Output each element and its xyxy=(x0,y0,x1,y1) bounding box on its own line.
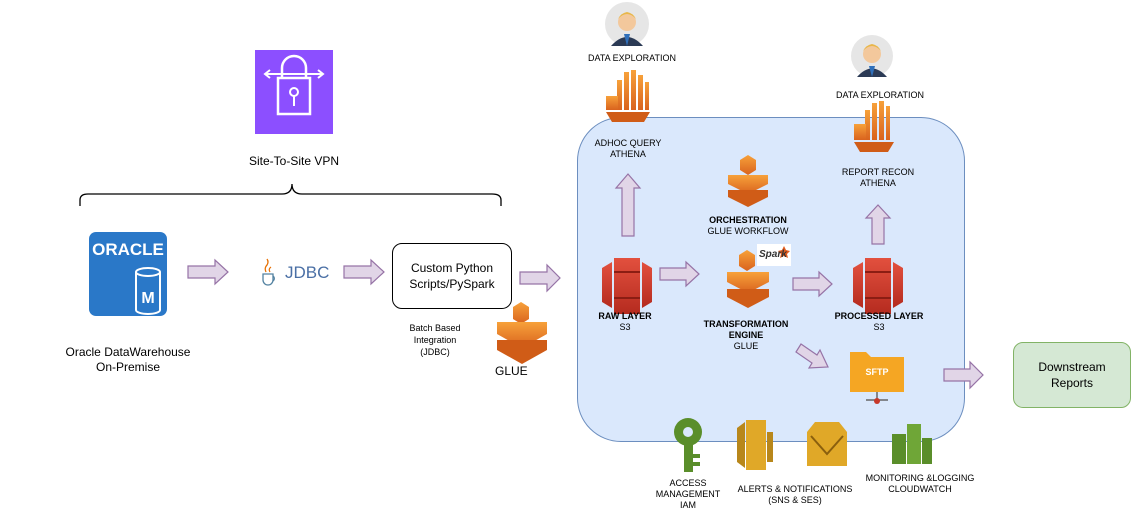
svg-text:M: M xyxy=(141,290,154,307)
jdbc-label: JDBC xyxy=(285,263,330,282)
s3-processed-icon xyxy=(853,258,903,314)
iam-key-icon xyxy=(674,418,702,472)
flow-arrows xyxy=(187,173,984,390)
oracle-database-icon: M xyxy=(89,232,167,316)
glue-icon xyxy=(497,302,547,364)
ses-icon xyxy=(807,422,847,466)
sftp-label: SFTP xyxy=(865,367,889,377)
athena-recon-icon xyxy=(854,101,894,152)
vpn-label: Site-To-Site VPN xyxy=(248,154,340,168)
user-avatar-right-icon xyxy=(851,35,893,77)
arrow-raw-to-adhoc xyxy=(614,173,642,237)
arrow-raw-to-transform xyxy=(659,260,700,288)
vpn-brace xyxy=(79,183,502,206)
alerts-notifications-label: ALERTS & NOTIFICATIONS(SNS & SES) xyxy=(737,484,853,505)
user-avatar-left-icon xyxy=(605,2,649,46)
arrow-sftp-to-downstream xyxy=(943,360,984,390)
spark-logo-icon xyxy=(757,244,791,266)
arrow-oracle-to-jdbc xyxy=(187,258,229,286)
glue-workflow-icon xyxy=(728,155,768,207)
cloudwatch-icon xyxy=(892,424,932,464)
spark-text: Spark xyxy=(759,249,787,260)
arrow-processed-to-recon xyxy=(864,204,892,245)
arrow-jdbc-to-python xyxy=(343,258,385,286)
s3-raw-icon xyxy=(602,258,652,314)
glue-transformation-icon xyxy=(727,250,769,308)
data-exploration-right-label: DATA EXPLORATION xyxy=(835,90,925,100)
vpn-lock-icon xyxy=(255,50,333,134)
sns-icon xyxy=(737,420,773,470)
arrow-transform-to-processed xyxy=(792,270,833,298)
arrow-python-to-raw xyxy=(519,263,561,293)
java-cup-icon xyxy=(262,258,275,286)
oracle-brand-text: ORACLE xyxy=(92,240,164,259)
arrow-transform-to-sftp xyxy=(795,343,829,369)
athena-adhoc-icon xyxy=(606,70,650,122)
data-exploration-left-label: DATA EXPLORATION xyxy=(587,53,677,63)
sftp-folder-icon xyxy=(850,352,904,404)
glue-label: GLUE xyxy=(495,364,528,378)
